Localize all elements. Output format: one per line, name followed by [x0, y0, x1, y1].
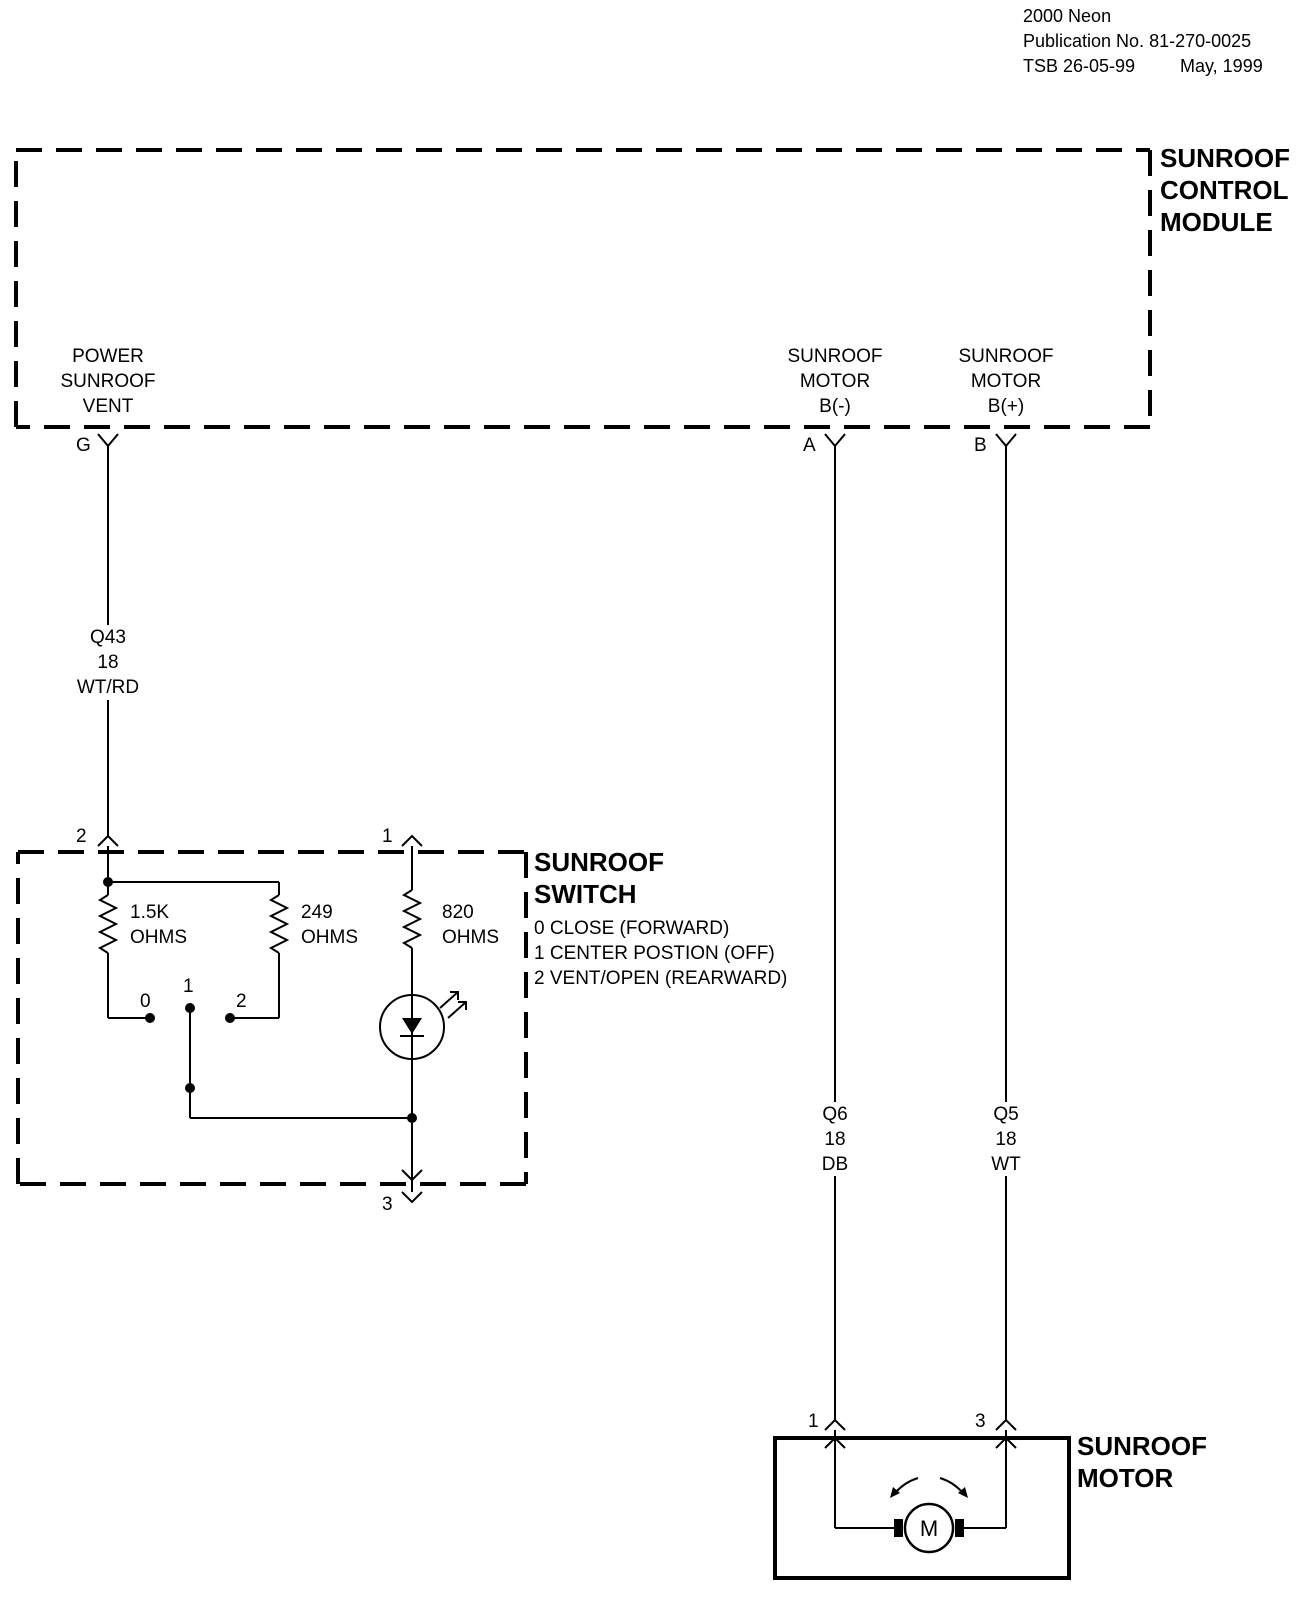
resistor-3-unit: OHMS: [442, 927, 499, 948]
switch-position-1: 1 CENTER POSTION (OFF): [534, 943, 775, 964]
sunroof-switch: SUNROOF SWITCH 0 CLOSE (FORWARD) 1 CENTE…: [16, 826, 787, 1215]
pin-a-label-line1: SUNROOF: [788, 346, 883, 367]
connector-b-icon: [995, 433, 1017, 448]
header-model: 2000 Neon: [1023, 6, 1111, 26]
module-outline: [14, 148, 1152, 429]
connector-a-icon: [824, 433, 846, 448]
resistor-1-value: 1.5K: [130, 902, 169, 923]
wire-q5-circuit: Q5: [993, 1104, 1018, 1125]
wire-q43-circuit: Q43: [90, 627, 126, 648]
motor-pin-3-connector-icon: [995, 1418, 1017, 1431]
motor-pin-1-id: 1: [808, 1411, 819, 1432]
switch-title-line1: SUNROOF: [534, 847, 664, 877]
module-title-line2: CONTROL: [1160, 175, 1289, 205]
switch-position-2: 2 VENT/OPEN (REARWARD): [534, 968, 787, 989]
resistor-1-5k-icon: [97, 894, 119, 954]
connector-g-icon: [97, 433, 119, 448]
pin-b-label-line3: B(+): [988, 396, 1024, 417]
rotation-arrows-icon: [890, 1477, 968, 1498]
module-title-line1: SUNROOF: [1160, 143, 1290, 173]
motor-outline: [773, 1436, 1071, 1580]
switch-pin-2-id: 2: [76, 826, 87, 847]
sunroof-control-module: SUNROOF CONTROL MODULE POWER SUNROOF VEN…: [14, 143, 1290, 456]
resistor-820-icon: [401, 889, 423, 949]
contact-1-label: 1: [183, 976, 194, 997]
sunroof-motor: SUNROOF MOTOR 1 3 M: [773, 1411, 1207, 1580]
pin-a-label-line3: B(-): [819, 396, 851, 417]
switch-title-line2: SWITCH: [534, 879, 637, 909]
motor-pin-3-id: 3: [975, 1411, 986, 1432]
pin-g-id: G: [76, 435, 91, 456]
header-date: May, 1999: [1180, 56, 1263, 76]
header-tsb: TSB 26-05-99: [1023, 56, 1135, 76]
wire-q5-color: WT: [991, 1154, 1021, 1175]
header-publication: Publication No. 81-270-0025: [1023, 31, 1251, 51]
junction-dot: [407, 1113, 417, 1123]
pin-b-label-line1: SUNROOF: [959, 346, 1054, 367]
pin-g-label-line1: POWER: [72, 346, 144, 367]
switch-pin-1-connector-icon: [401, 834, 423, 847]
switch-outline: [16, 850, 528, 1186]
resistor-1-unit: OHMS: [130, 927, 187, 948]
switch-pin-2-connector-icon: [97, 834, 119, 847]
switch-pin-3-id: 3: [382, 1194, 393, 1215]
pin-a-label-line2: MOTOR: [800, 371, 870, 392]
wire-q5-gauge: 18: [995, 1129, 1016, 1150]
pin-g-label-line2: SUNROOF: [61, 371, 156, 392]
motor-title-line2: MOTOR: [1077, 1463, 1174, 1493]
motor-title-line1: SUNROOF: [1077, 1431, 1207, 1461]
contact-0-label: 0: [140, 991, 151, 1012]
pin-b-label-line2: MOTOR: [971, 371, 1041, 392]
contact-0-dot: [145, 1013, 155, 1023]
switch-position-0: 0 CLOSE (FORWARD): [534, 918, 729, 939]
publication-header: 2000 Neon Publication No. 81-270-0025 TS…: [1023, 6, 1263, 76]
wire-q6-gauge: 18: [824, 1129, 845, 1150]
pin-g-label-line3: VENT: [83, 396, 134, 417]
wire-q6-color: DB: [822, 1154, 848, 1175]
resistor-249-icon: [268, 894, 290, 954]
switch-pin-3-connector-icon: [401, 1191, 423, 1204]
motor-icon: M: [894, 1502, 964, 1554]
wire-q43-color: WT/RD: [77, 677, 139, 698]
wire-q43-gauge: 18: [97, 652, 118, 673]
wires: Q43 18 WT/RD Q6 18 DB Q5 18 WT: [77, 446, 1021, 1420]
resistor-3-value: 820: [442, 902, 474, 923]
motor-symbol: M: [920, 1516, 938, 1541]
arrow-icon: [401, 1169, 423, 1182]
wire-q6-circuit: Q6: [822, 1104, 847, 1125]
pin-a-id: A: [803, 435, 816, 456]
module-title-line3: MODULE: [1160, 207, 1273, 237]
pin-b-id: B: [974, 435, 987, 456]
resistor-2-value: 249: [301, 902, 333, 923]
motor-pin-1-connector-icon: [824, 1418, 846, 1431]
resistor-2-unit: OHMS: [301, 927, 358, 948]
contact-2-label: 2: [236, 991, 247, 1012]
contact-2-dot: [225, 1013, 235, 1023]
led-icon: [379, 991, 467, 1064]
switch-pin-1-id: 1: [382, 826, 393, 847]
